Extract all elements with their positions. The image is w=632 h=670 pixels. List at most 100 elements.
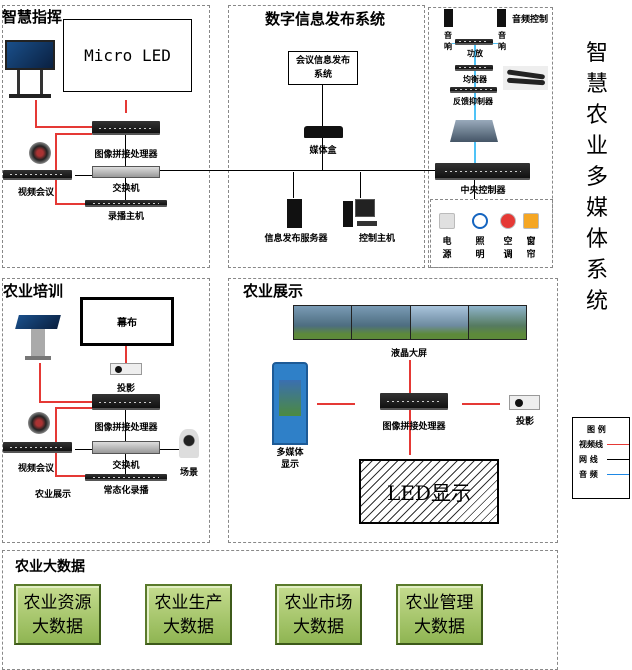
amplifier-label: 功放	[467, 49, 483, 58]
led-display: LED显示	[359, 459, 499, 524]
switch-icon	[92, 441, 160, 454]
mixer-icon	[450, 120, 498, 142]
recorder-icon	[85, 474, 167, 481]
section-title-bigdata: 农业大数据	[15, 559, 85, 575]
kiosk-icon	[15, 315, 61, 363]
switch-icon	[92, 166, 160, 178]
legend: 图 例 视频线网 线音 频	[572, 417, 630, 499]
legend-title: 图 例	[587, 425, 606, 434]
dome-camera-icon	[179, 429, 199, 458]
main-title: 智慧农业多媒体系统	[585, 41, 608, 314]
legend-label: 音 频	[579, 470, 598, 479]
processor-label: 图像拼接处理器	[382, 422, 446, 432]
bigdata-button[interactable]: 农业资源大数据	[14, 584, 101, 645]
legend-label: 视频线	[579, 440, 603, 449]
projector-icon	[509, 395, 540, 410]
kiosk-label-line2: 显示	[280, 460, 300, 470]
section-digital	[228, 5, 425, 268]
image-processor-icon	[380, 393, 448, 410]
camera-icon	[29, 142, 51, 164]
bigdata-line2: 大数据	[414, 616, 465, 637]
bigdata-button[interactable]: 农业市场大数据	[275, 584, 362, 645]
lcd-video-wall	[293, 305, 527, 340]
air-conditioner-icon[interactable]	[500, 213, 516, 229]
desktop-pc-icon	[343, 199, 378, 229]
speaker-left-icon	[444, 9, 453, 27]
image-processor-icon	[92, 121, 160, 135]
speaker-left-label: 音响	[444, 31, 452, 51]
section-training	[2, 278, 210, 543]
section-title-training: 农业培训	[3, 282, 64, 300]
kiosk-label-line1: 多媒体	[276, 448, 304, 458]
camera-icon	[28, 412, 50, 434]
central-controller-icon	[435, 163, 530, 180]
video-conf-label: 视频会议	[17, 464, 55, 474]
led-display-label: LED显示	[387, 481, 471, 505]
video-conference-icon	[3, 170, 72, 180]
device-label: 照明	[475, 237, 485, 260]
kiosk-label: 多媒体显示	[276, 447, 303, 471]
device-label: 空调	[503, 237, 513, 260]
device-label: 电源	[442, 237, 452, 260]
feedback-label: 反馈抑制器	[453, 97, 493, 106]
feedback-suppressor-icon	[450, 87, 497, 93]
media-box-label: 媒体盒	[309, 146, 337, 156]
lighting-icon[interactable]	[472, 213, 488, 229]
switch-label: 交换机	[112, 184, 140, 194]
section-title-command: 智慧指挥	[2, 8, 63, 26]
server-icon	[287, 199, 302, 228]
curtain-icon[interactable]	[523, 213, 539, 229]
control-host-label: 控制主机	[358, 234, 396, 244]
amplifier-icon	[455, 39, 493, 45]
bigdata-line1: 农业资源	[23, 592, 92, 613]
bigdata-line2: 大数据	[163, 616, 214, 637]
bigdata-line2: 大数据	[293, 616, 344, 637]
microphone-icon	[503, 66, 548, 90]
bigdata-button[interactable]: 农业生产大数据	[145, 584, 232, 645]
legend-swatch	[607, 474, 629, 475]
multimedia-kiosk-icon	[272, 362, 308, 445]
bigdata-line1: 农业管理	[405, 592, 474, 613]
section-exhibit	[228, 278, 558, 543]
projector-icon	[110, 363, 142, 375]
micro-led-screen: Micro LED	[63, 19, 192, 92]
meeting-info-system-box: 会议信息发布系统	[288, 51, 358, 85]
bigdata-line1: 农业生产	[154, 592, 223, 613]
central-label: 中央控制器	[460, 186, 506, 196]
legend-swatch	[607, 444, 629, 445]
power-outlet-icon[interactable]	[439, 213, 455, 229]
scene-label: 场景	[179, 468, 199, 478]
legend-label: 网 线	[579, 455, 598, 464]
projector-label: 投影	[116, 384, 136, 394]
speaker-right-icon	[497, 9, 506, 27]
display-label: 农业展示	[34, 490, 72, 500]
processor-label: 图像拼接处理器	[94, 423, 158, 433]
switch-label: 交换机	[112, 461, 140, 471]
server-label: 信息发布服务器	[264, 234, 328, 244]
projector-label: 投影	[515, 417, 535, 427]
section-title-exhibit: 农业展示	[243, 282, 304, 300]
media-box-icon	[304, 126, 343, 138]
equalizer-label: 均衡器	[463, 75, 487, 84]
section-command	[2, 5, 210, 268]
recorder-label: 录播主机	[107, 212, 145, 222]
legend-swatch	[607, 459, 629, 460]
video-conference-icon	[3, 442, 72, 453]
video-conf-label: 视频会议	[17, 188, 55, 198]
device-label: 窗帘	[526, 237, 536, 260]
equalizer-icon	[455, 65, 493, 71]
lcd-label: 液晶大屏	[390, 349, 428, 359]
recorder-label: 常态化录播	[103, 486, 149, 496]
device-group	[430, 199, 553, 268]
speaker-right-label: 音响	[498, 31, 506, 51]
recorder-icon	[85, 200, 167, 207]
bigdata-line2: 大数据	[32, 616, 83, 637]
audio-title: 音频控制	[511, 15, 549, 25]
processor-label: 图像拼接处理器	[94, 150, 158, 160]
image-processor-icon	[92, 394, 160, 410]
touch-screen-icon	[5, 40, 55, 100]
projection-screen: 幕布	[80, 297, 174, 346]
section-title-digital: 数字信息发布系统	[264, 10, 386, 28]
bigdata-line1: 农业市场	[284, 592, 353, 613]
bigdata-button[interactable]: 农业管理大数据	[396, 584, 483, 645]
